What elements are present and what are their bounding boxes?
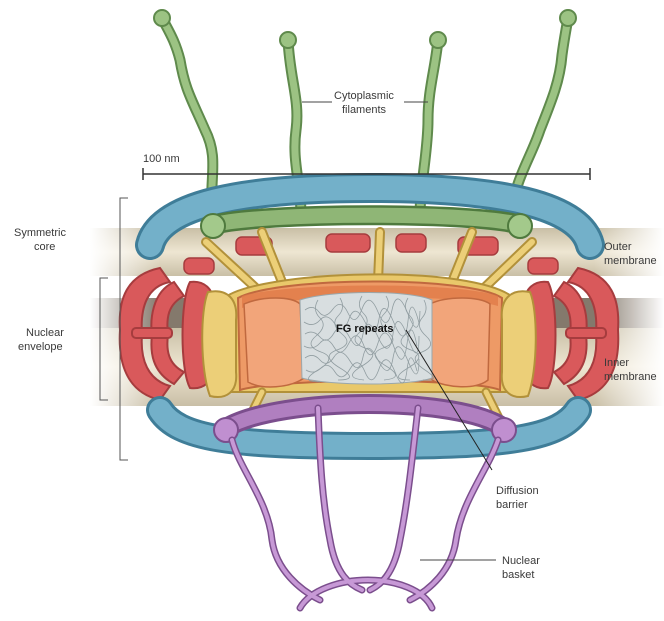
diffusion-barrier-label-line1: Diffusion (496, 485, 539, 497)
nuclear-envelope-label-line1: Nuclear (26, 327, 64, 339)
fg-repeats-label: FG repeats (336, 323, 393, 335)
inner-membrane-label-line2: membrane (604, 371, 657, 383)
cytoplasmic-filaments-label-line2: filaments (342, 104, 387, 116)
outer-membrane-label-line2: membrane (604, 255, 657, 267)
cytoplasmic-filaments-label-line1: Cytoplasmic (334, 90, 394, 102)
nuclear-basket-label-line1: Nuclear (502, 555, 540, 567)
fg-repeats-mesh (300, 293, 434, 385)
diffusion-barrier-label-line2: barrier (496, 499, 528, 511)
symmetric-core-label-line1: Symmetric (14, 227, 66, 239)
nuclear-basket-label-line2: basket (502, 569, 534, 581)
nuclear-envelope-label-line2: envelope (18, 341, 63, 353)
symmetric-core-label-line2: core (34, 241, 55, 253)
inner-membrane-label-line1: Inner (604, 357, 629, 369)
outer-membrane-label-line1: Outer (604, 241, 632, 253)
scale-bar-label: 100 nm (143, 153, 180, 165)
